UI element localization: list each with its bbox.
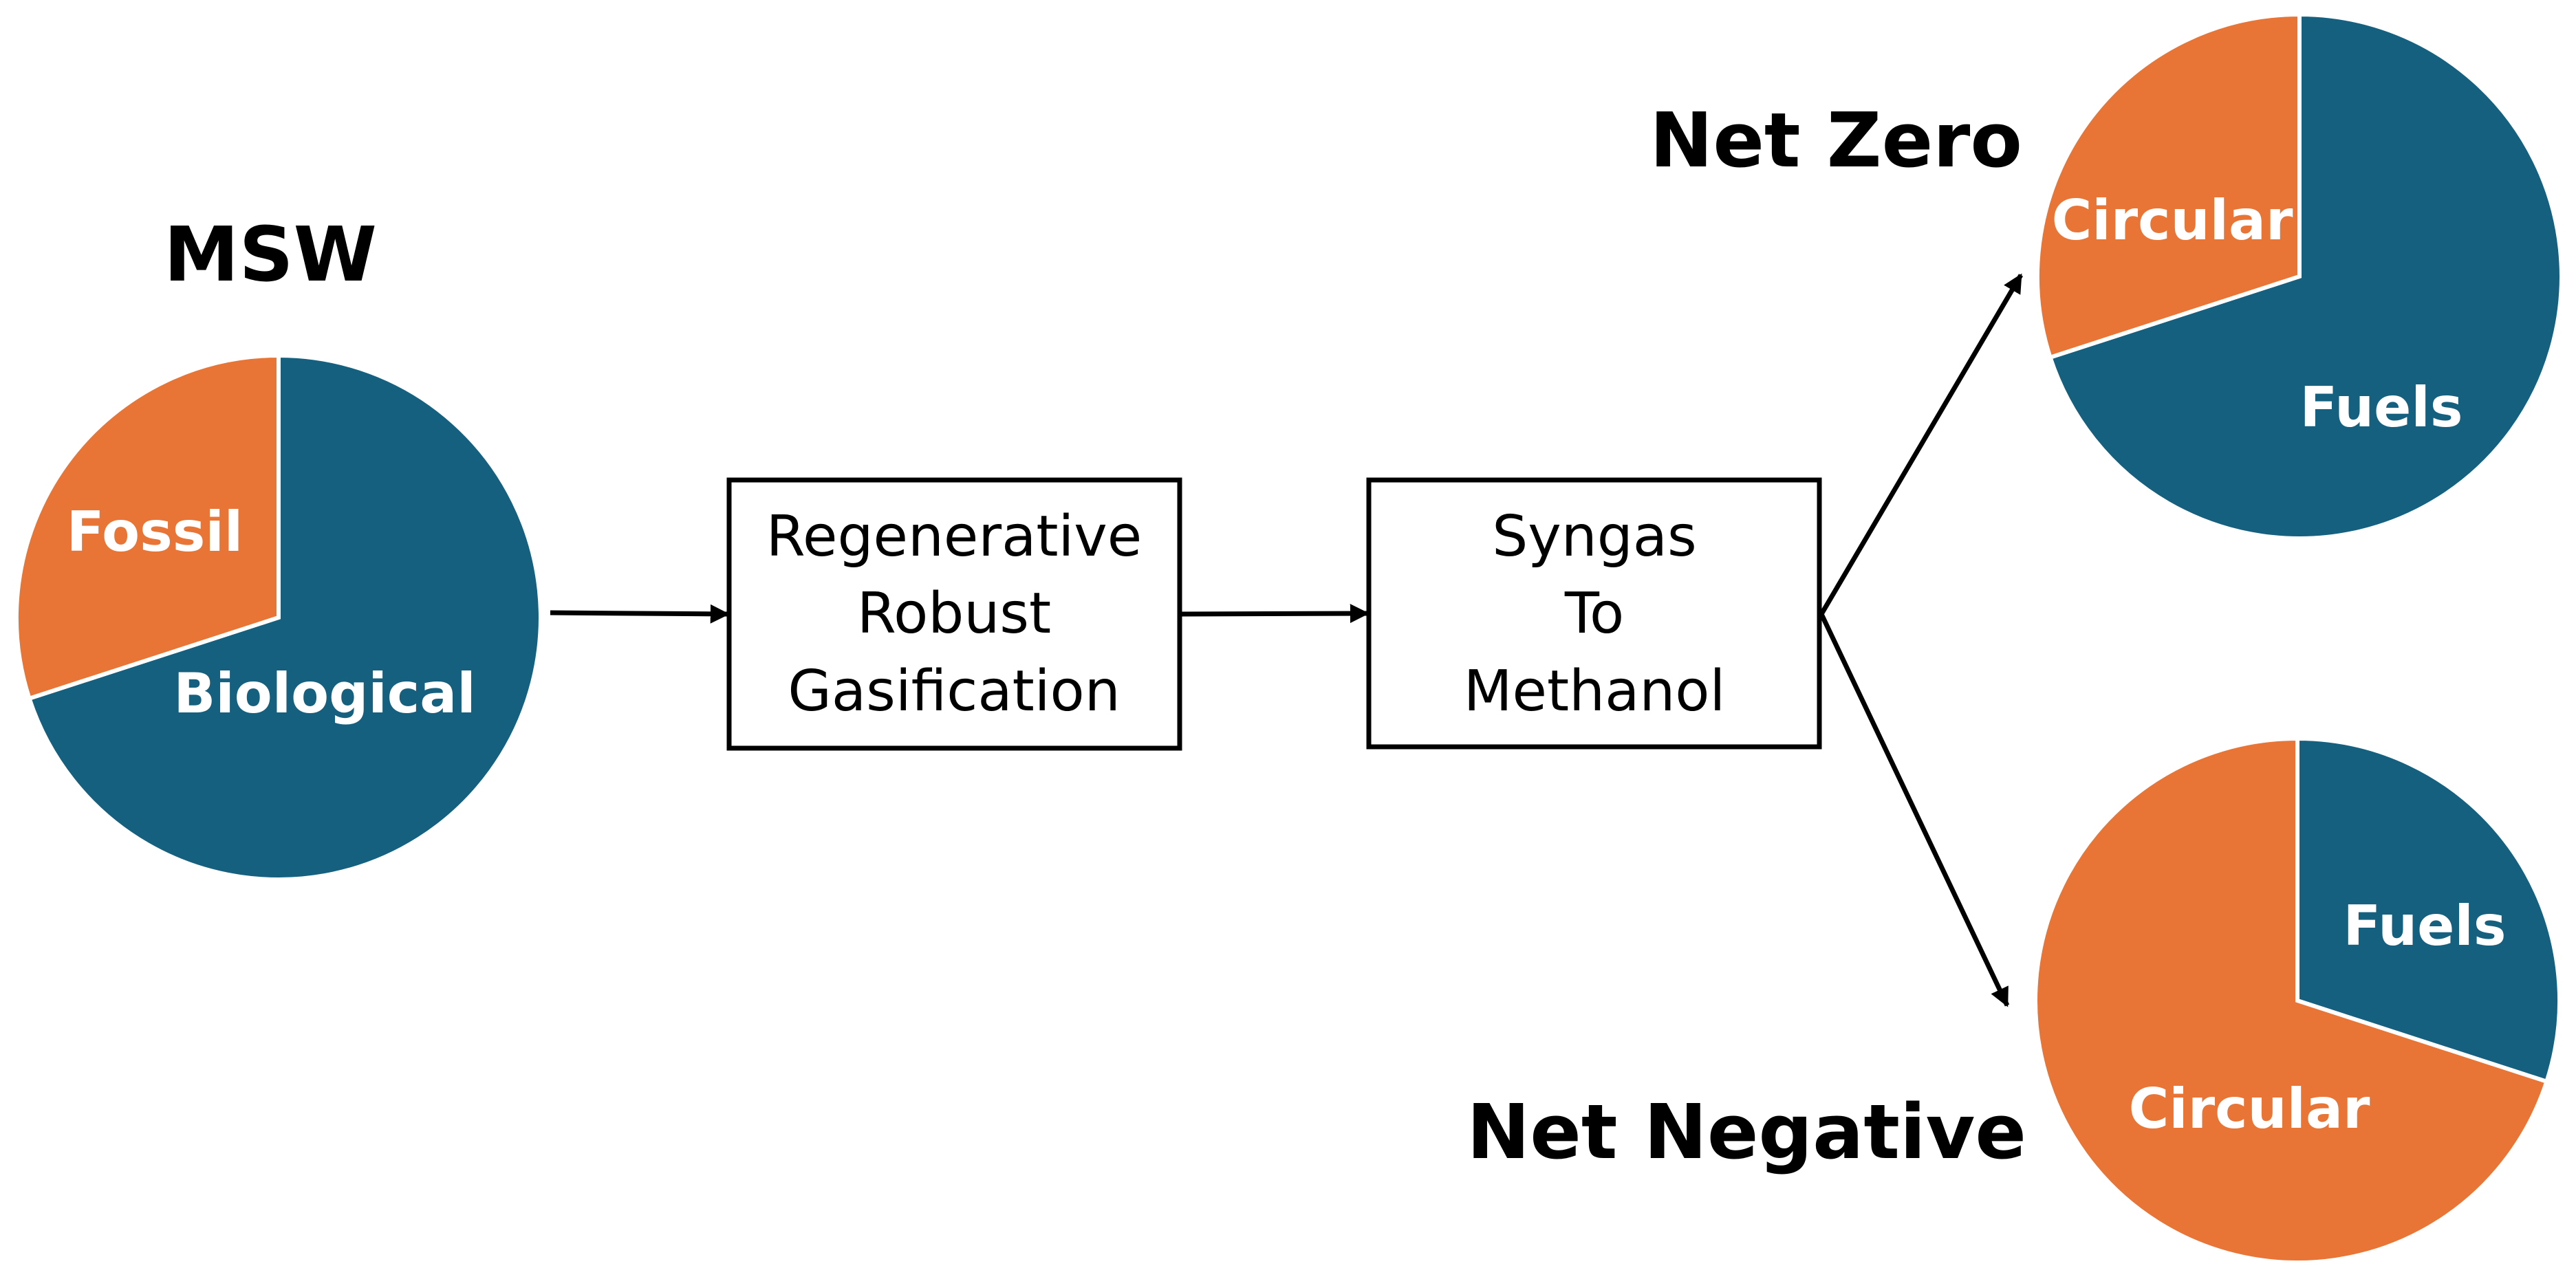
net-negative-slice-circular: [2033, 736, 2550, 1265]
arrow-gasification-to-methanol: [1179, 604, 1370, 624]
gasification-line-2: Robust: [857, 581, 1051, 646]
msw-slice-biological: [26, 353, 543, 882]
arrow-to-net-zero: [1819, 273, 2024, 615]
msw-fossil-label: Fossil: [67, 500, 243, 564]
msw-pie: [14, 353, 543, 882]
msw-biological-label: Biological: [173, 662, 475, 725]
methanol-box: Syngas To Methanol: [1366, 477, 1822, 750]
net-negative-fuels-label: Fuels: [2344, 894, 2507, 958]
net-negative-pie: [2033, 736, 2562, 1265]
methanol-line-2: To: [1564, 581, 1624, 646]
net-negative-slice-fuels: [2295, 736, 2562, 1084]
gasification-box: Regenerative Robust Gasification: [726, 477, 1182, 751]
methanol-line-3: Methanol: [1464, 659, 1726, 724]
net-zero-circular-label: Circular: [2052, 188, 2293, 252]
net-negative-title: Net Negative: [1466, 1088, 2026, 1176]
arrow-to-net-negative: [1819, 613, 2010, 1007]
msw-slice-fossil: [14, 353, 281, 701]
net-zero-slice-circular: [2035, 12, 2302, 360]
net-zero-fuels-label: Fuels: [2300, 375, 2463, 439]
gasification-line-1: Regenerative: [766, 504, 1143, 569]
net-zero-pie: [2035, 12, 2564, 541]
net-zero-slice-fuels: [2047, 12, 2564, 541]
net-zero-title: Net Zero: [1649, 96, 2022, 184]
gasification-line-3: Gasification: [788, 659, 1120, 724]
net-negative-circular-label: Circular: [2129, 1077, 2370, 1141]
arrow-msw-to-gasification: [550, 604, 730, 624]
msw-title: MSW: [164, 210, 377, 298]
methanol-line-1: Syngas: [1492, 504, 1697, 569]
